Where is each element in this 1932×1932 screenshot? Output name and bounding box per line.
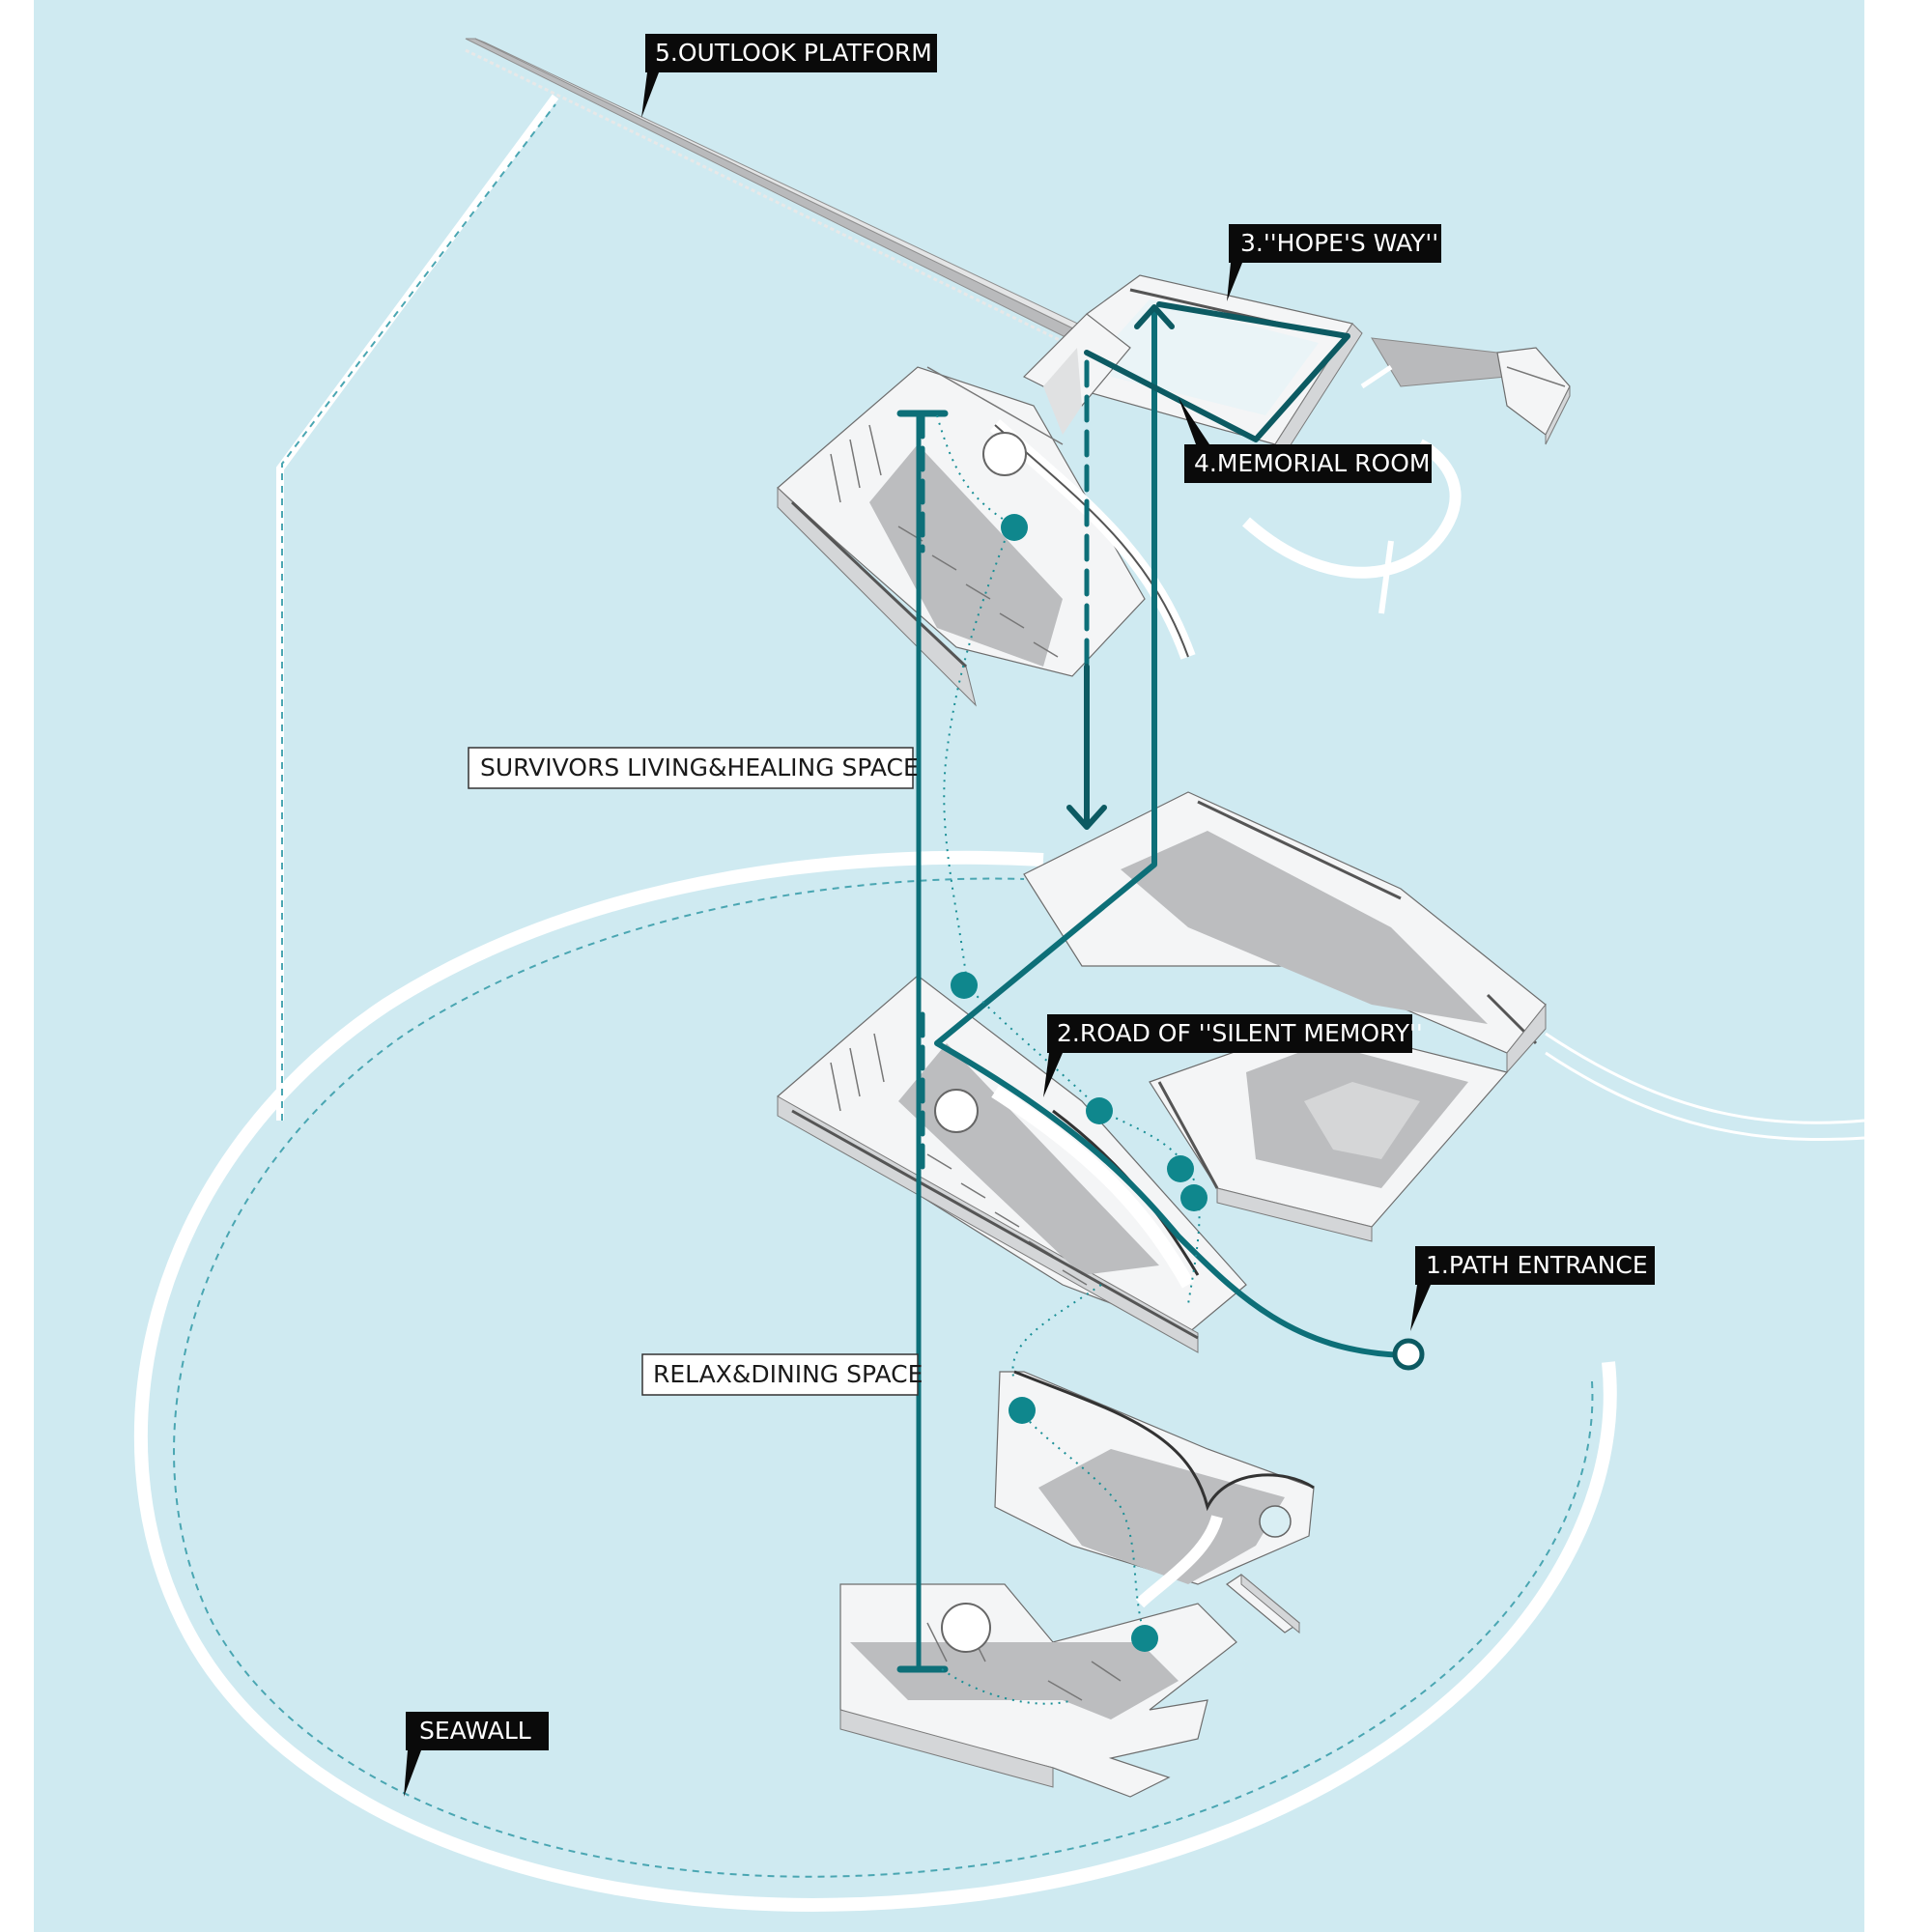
label-survivors-space: SURVIVORS LIVING&HEALING SPACE xyxy=(468,747,919,789)
svg-text:SEAWALL: SEAWALL xyxy=(419,1717,531,1745)
svg-text:1.PATH ENTRANCE: 1.PATH ENTRANCE xyxy=(1426,1251,1648,1279)
label-hopes-way: 3.''HOPE'S WAY'' xyxy=(1227,224,1441,301)
outlook-link-line xyxy=(276,94,559,1121)
label-outlook-platform: 5.OUTLOOK PLATFORM xyxy=(641,34,937,118)
svg-text:4.MEMORIAL ROOM: 4.MEMORIAL ROOM xyxy=(1194,449,1430,477)
svg-text:2.ROAD OF ''SILENT MEMORY'': 2.ROAD OF ''SILENT MEMORY'' xyxy=(1057,1019,1423,1047)
label-path-entrance: 1.PATH ENTRANCE xyxy=(1410,1246,1655,1331)
label-memorial-room: 4.MEMORIAL ROOM xyxy=(1179,398,1432,483)
main-journey-route xyxy=(934,301,1425,1371)
dotted-paths xyxy=(936,414,1201,1705)
svg-text:3.''HOPE'S WAY'': 3.''HOPE'S WAY'' xyxy=(1240,229,1438,257)
label-relax-dining: RELAX&DINING SPACE xyxy=(641,1353,923,1396)
middle-floor-block xyxy=(777,791,1865,1353)
seawall-ring xyxy=(134,850,1617,1912)
label-road-silent-memory: 2.ROAD OF ''SILENT MEMORY'' xyxy=(1043,1014,1423,1097)
memorial-room-block xyxy=(1022,274,1571,614)
label-seawall: SEAWALL xyxy=(404,1712,549,1797)
viewpoint-dots xyxy=(951,514,1208,1652)
svg-text:SURVIVORS LIVING&HEALING SPACE: SURVIVORS LIVING&HEALING SPACE xyxy=(480,753,919,781)
svg-text:RELAX&DINING SPACE: RELAX&DINING SPACE xyxy=(653,1360,923,1388)
vertical-route xyxy=(896,410,949,1673)
svg-text:5.OUTLOOK PLATFORM: 5.OUTLOOK PLATFORM xyxy=(655,39,932,67)
